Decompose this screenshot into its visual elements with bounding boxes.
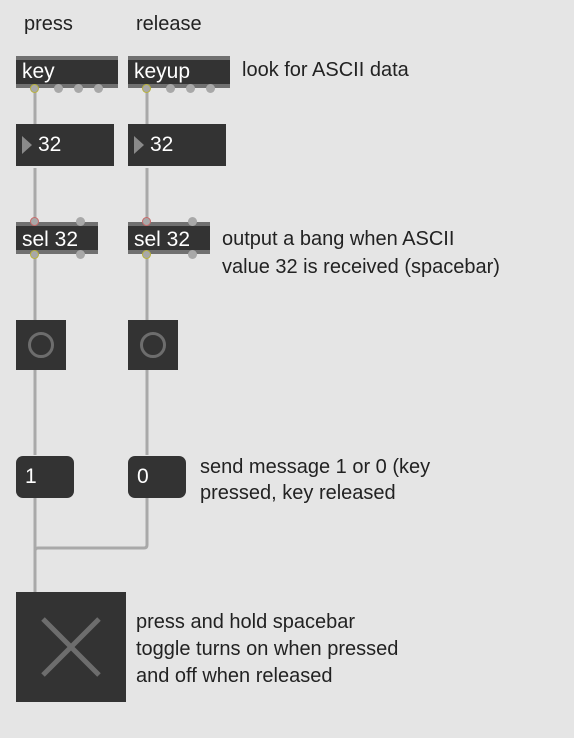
message-value: 0	[137, 465, 149, 488]
key-object-label: key	[22, 60, 55, 83]
x-icon	[41, 617, 101, 677]
circle-icon	[28, 332, 54, 358]
comment-ascii: look for ASCII data	[242, 59, 409, 81]
release-header: release	[136, 13, 202, 35]
toggle[interactable]	[16, 592, 126, 702]
triangle-icon	[134, 136, 144, 154]
circle-icon	[140, 332, 166, 358]
comment-bang-line2: value 32 is received (spacebar)	[222, 256, 500, 278]
comment-toggle-line2: toggle turns on when pressed	[136, 638, 399, 660]
keyup-object[interactable]: keyup	[128, 56, 230, 93]
outlet-port[interactable]	[166, 84, 175, 93]
inlet-port[interactable]	[30, 217, 39, 226]
outlet-port[interactable]	[30, 84, 39, 93]
outlet-port[interactable]	[94, 84, 103, 93]
inlet-port[interactable]	[188, 217, 197, 226]
number-value: 32	[150, 133, 174, 156]
outlet-port[interactable]	[76, 250, 85, 259]
outlet-port[interactable]	[54, 84, 63, 93]
triangle-icon	[22, 136, 32, 154]
outlet-port[interactable]	[206, 84, 215, 93]
cord-msg0-to-toggle	[33, 498, 149, 592]
outlet-port[interactable]	[74, 84, 83, 93]
comment-msg-line2: pressed, key released	[200, 482, 396, 504]
outlet-port[interactable]	[30, 250, 39, 259]
comment-toggle-line1: press and hold spacebar	[136, 611, 356, 633]
outlet-port[interactable]	[188, 250, 197, 259]
comment-bang-line1: output a bang when ASCII	[222, 228, 455, 250]
press-header: press	[24, 13, 73, 35]
message-box-1[interactable]: 1	[16, 456, 74, 498]
sel-object-right[interactable]: sel 32	[128, 217, 210, 259]
sel-object-label: sel 32	[134, 228, 191, 251]
message-value: 1	[25, 465, 37, 488]
bang-button-left[interactable]	[16, 320, 66, 370]
comment-msg-line1: send message 1 or 0 (key	[200, 456, 431, 478]
outlet-port[interactable]	[186, 84, 195, 93]
inlet-port[interactable]	[76, 217, 85, 226]
number-value: 32	[38, 133, 62, 156]
bang-button-right[interactable]	[128, 320, 178, 370]
number-box-left[interactable]: 32	[16, 124, 114, 166]
inlet-port[interactable]	[142, 217, 151, 226]
comment-toggle-line3: and off when released	[136, 665, 333, 687]
sel-object-left[interactable]: sel 32	[16, 217, 98, 259]
outlet-port[interactable]	[142, 250, 151, 259]
sel-object-label: sel 32	[22, 228, 79, 251]
number-box-right[interactable]: 32	[128, 124, 226, 166]
outlet-port[interactable]	[142, 84, 151, 93]
keyup-object-label: keyup	[134, 60, 191, 83]
message-box-0[interactable]: 0	[128, 456, 186, 498]
key-object[interactable]: key	[16, 56, 118, 93]
